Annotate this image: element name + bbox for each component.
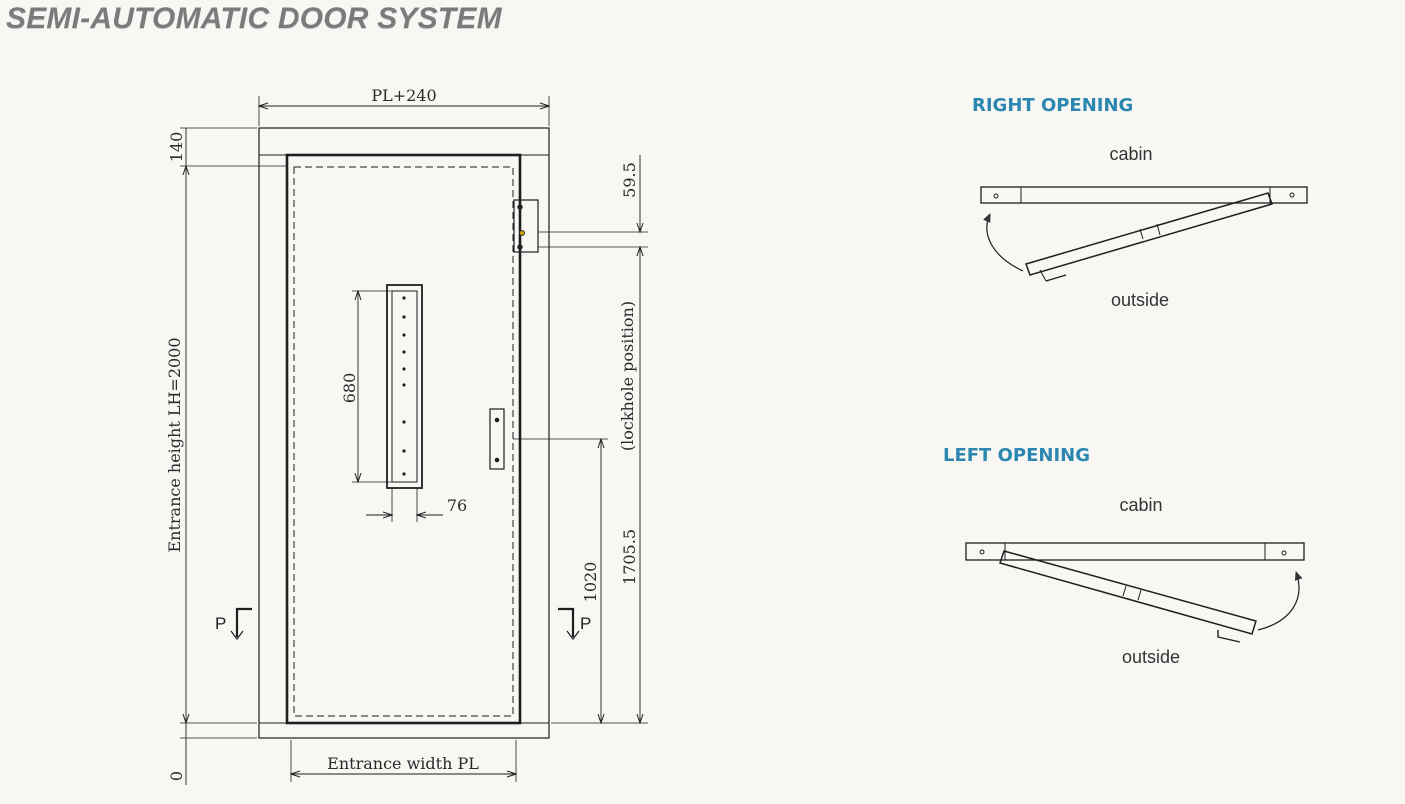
page-title: SEMI-AUTOMATIC DOOR SYSTEM	[6, 2, 502, 35]
dim-window-width: 76	[447, 496, 467, 515]
door-handle	[489, 408, 505, 470]
dim-handle-height: 1020	[581, 562, 600, 603]
door-frame	[258, 127, 550, 739]
door-elevation	[180, 96, 648, 785]
dim-lockhole-height: 1705.5	[620, 529, 639, 585]
section-mark-right: P	[580, 614, 591, 633]
dim-lock-offset: 59.5	[620, 162, 639, 198]
dim-bottom-zero: 0	[167, 771, 186, 781]
right-opening-outside-label: outside	[1111, 290, 1169, 310]
right-opening-cabin-label: cabin	[1109, 144, 1152, 164]
vision-window	[386, 284, 423, 489]
left-opening-cabin-label: cabin	[1119, 495, 1162, 515]
dim-window-height: 680	[340, 373, 359, 404]
dim-lockhole-position: (lockhole position)	[618, 301, 637, 451]
dim-frame-top: 140	[167, 132, 186, 163]
left-opening-outside-label: outside	[1122, 647, 1180, 667]
dim-top-width: PL+240	[371, 86, 436, 105]
door-lock	[513, 199, 539, 253]
dim-entrance-width: Entrance width PL	[327, 754, 479, 773]
door-leaf	[285, 153, 522, 725]
section-mark-left: P	[215, 614, 226, 633]
right-opening-diagram	[980, 186, 1308, 282]
dim-entrance-height: Entrance height LH=2000	[165, 337, 184, 552]
left-opening-diagram	[965, 542, 1305, 643]
left-opening-heading: LEFT OPENING	[943, 445, 1090, 466]
right-opening-heading: RIGHT OPENING	[972, 95, 1133, 116]
door-inner-dashed-outline	[293, 166, 514, 717]
